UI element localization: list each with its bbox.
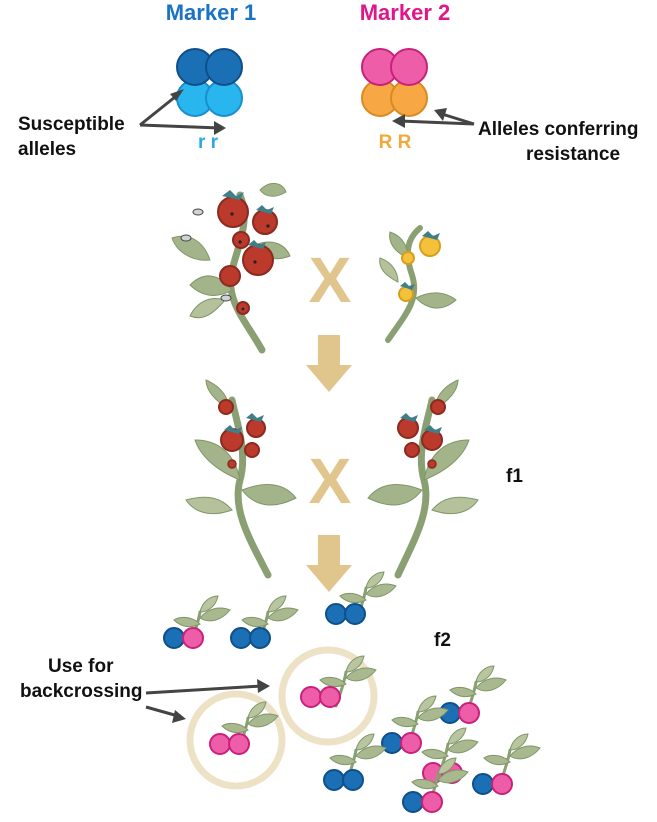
f2-label: f2 [434, 630, 451, 651]
down-arrow-2 [306, 535, 352, 592]
resistance-arrows [392, 108, 475, 128]
marker2-genotype: R R [379, 132, 412, 153]
highlight-ring-2 [186, 690, 286, 790]
resistant-parent-plant [379, 225, 457, 343]
marker2-label: Marker 2 [360, 0, 451, 25]
backcross-arrows [145, 679, 270, 723]
f1-plant-right [367, 379, 479, 579]
f2-seedling-susceptible [323, 732, 388, 791]
f2-seedling-resistant-selected [300, 654, 378, 708]
f1-plant-left [185, 379, 297, 579]
susceptible-arrows [139, 89, 226, 135]
highlight-ring-1 [278, 646, 378, 746]
marker1-label: Marker 1 [166, 0, 257, 25]
backcross-label-line2: backcrossing [20, 681, 143, 702]
f2-seedling-heterozygous [402, 756, 470, 813]
cross-symbol-top: X [309, 244, 352, 316]
resistance-label-line2: resistance [526, 144, 620, 165]
f2-seedling-heterozygous [381, 694, 450, 754]
susceptible-parent-plant [171, 183, 291, 354]
resistance-label-line1: Alleles conferring [478, 119, 639, 140]
susceptible-label-line1: Susceptible [18, 114, 125, 135]
marker2-allele-icon [361, 48, 428, 117]
f2-seedling-susceptible [325, 570, 398, 625]
susceptible-label-line2: alleles [18, 139, 76, 160]
backcross-label-line1: Use for [48, 656, 114, 677]
f2-seedling-heterozygous [439, 664, 508, 724]
cross-symbol-mid: X [309, 445, 352, 517]
f2-seedling-susceptible [230, 594, 300, 649]
marker1-allele-icon [176, 48, 243, 117]
f2-seedling-resistant-selected [209, 700, 280, 755]
f2-seedling-heterozygous [472, 732, 542, 795]
down-arrow-1 [306, 335, 352, 392]
marker1-genotype: r r [198, 132, 219, 153]
f1-label: f1 [506, 466, 523, 487]
f2-seedling-heterozygous [163, 594, 232, 649]
